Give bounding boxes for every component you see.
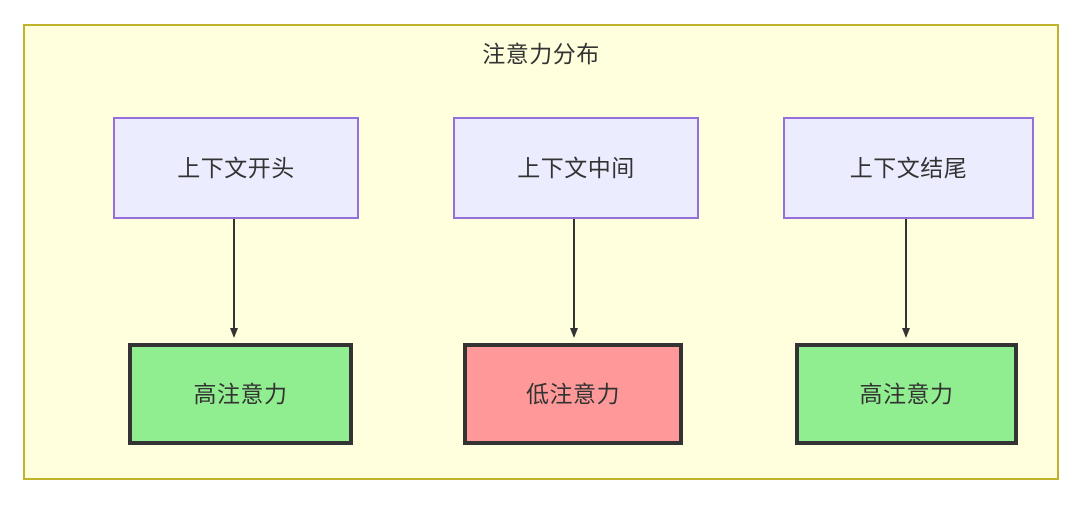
node-context-middle-label: 上下文中间: [517, 154, 635, 181]
node-context-start[interactable]: 上下文开头: [113, 117, 359, 219]
node-attention-high-end[interactable]: 高注意力: [795, 343, 1018, 445]
node-attention-high-end-label: 高注意力: [859, 380, 954, 407]
edge-layer: [230, 217, 910, 338]
diagram-canvas: 注意力分布 上下文开头 上下文中间 上下文结尾 高注意力 低: [23, 24, 1059, 480]
node-context-start-label: 上下文开头: [177, 154, 295, 181]
node-context-middle[interactable]: 上下文中间: [453, 117, 699, 219]
node-attention-low-middle[interactable]: 低注意力: [463, 343, 683, 445]
node-context-end-label: 上下文结尾: [849, 154, 968, 181]
attention-distribution-subgraph: 注意力分布 上下文开头 上下文中间 上下文结尾 高注意力 低: [23, 24, 1059, 480]
node-context-end[interactable]: 上下文结尾: [783, 117, 1034, 219]
subgraph-title: 注意力分布: [482, 41, 600, 67]
node-attention-low-middle-label: 低注意力: [526, 380, 620, 407]
node-attention-high-start-label: 高注意力: [193, 380, 288, 407]
node-attention-high-start[interactable]: 高注意力: [128, 343, 353, 445]
